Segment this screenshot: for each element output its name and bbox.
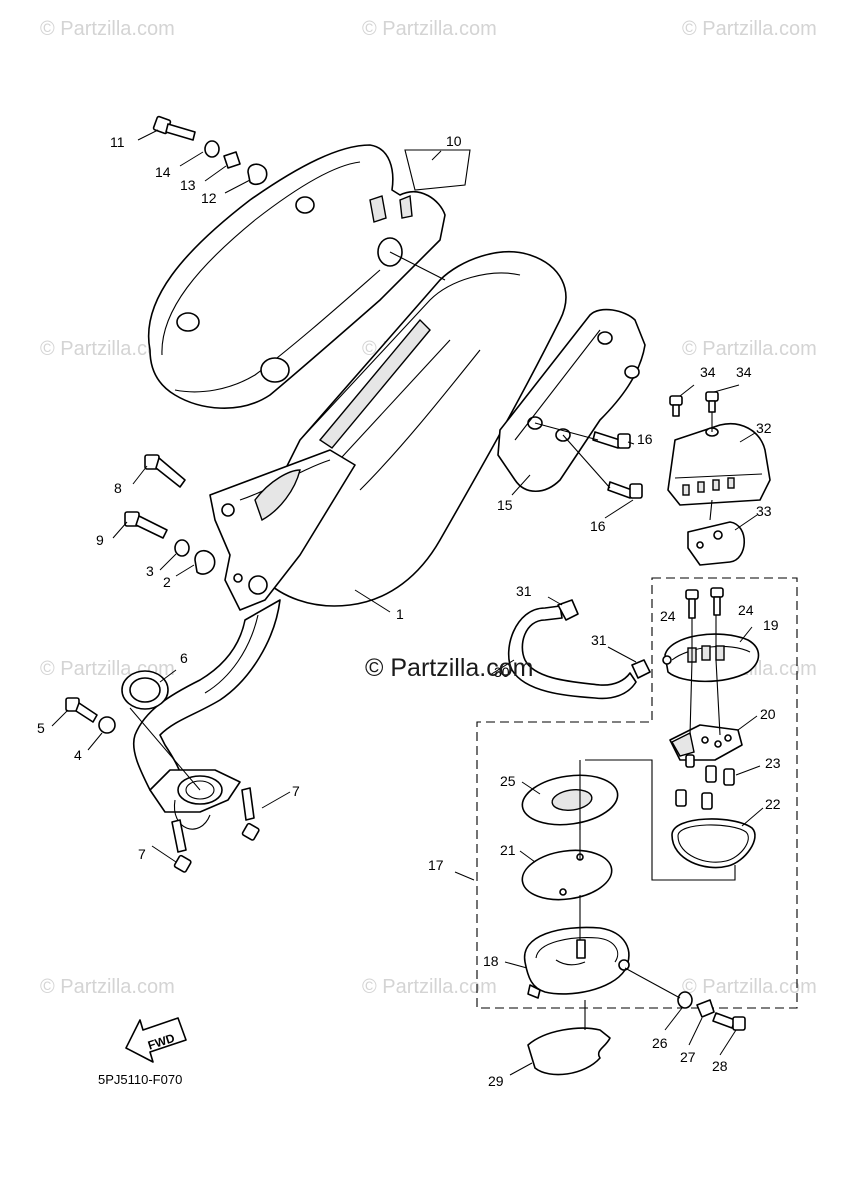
watermark-bottom-right: © Partzilla.com (682, 976, 817, 998)
part-24-screw-a[interactable] (685, 589, 699, 619)
callout-18: 18 (483, 953, 499, 969)
part-16-bolt-b[interactable] (607, 481, 643, 499)
watermark-top-right: © Partzilla.com (682, 18, 817, 40)
callout-17: 17 (428, 857, 444, 873)
callout-8: 8 (114, 480, 122, 496)
part-25-screen[interactable] (519, 770, 621, 831)
callout-24-b: 24 (738, 602, 754, 618)
part-32-guard[interactable] (667, 423, 771, 506)
callout-29: 29 (488, 1073, 504, 1089)
callout-34-a: 34 (700, 364, 716, 380)
part-4-washer[interactable] (98, 716, 116, 734)
part-31-clamp-b[interactable] (631, 659, 651, 679)
part-19-cover[interactable] (662, 633, 760, 683)
part-27-collar[interactable] (696, 999, 715, 1018)
part-7-bolt-b[interactable] (171, 819, 192, 873)
part-5-bolt[interactable] (65, 697, 98, 723)
callout-5: 5 (37, 720, 45, 736)
part-14-washer[interactable] (204, 140, 220, 158)
part-9-bolt[interactable] (124, 511, 168, 539)
callout-22: 22 (765, 796, 781, 812)
watermark-mid-upper-left: © Partzilla.com (40, 338, 175, 360)
callout-15: 15 (497, 497, 513, 513)
callout-16-b: 16 (590, 518, 606, 534)
part-8-bolt[interactable] (144, 454, 186, 488)
callout-27: 27 (680, 1049, 696, 1065)
part-31-clamp-a[interactable] (557, 599, 579, 621)
part-26-washer[interactable] (677, 991, 693, 1009)
callout-13: 13 (180, 177, 196, 193)
watermark-bottom-left: © Partzilla.com (40, 976, 175, 998)
watermark-mid-upper-right: © Partzilla.com (682, 338, 817, 360)
part-3-washer[interactable] (174, 539, 190, 557)
fwd-arrow-icon: FWD (125, 1017, 187, 1063)
callout-26: 26 (652, 1035, 668, 1051)
watermark-bottom-center: © Partzilla.com (362, 976, 497, 998)
part-16-bolt-a[interactable] (592, 431, 631, 449)
part-34-screw-a[interactable] (669, 395, 683, 417)
part-7-bolt-a[interactable] (241, 787, 260, 841)
part-10-muffler-cover[interactable] (147, 144, 471, 409)
part-28-bolt[interactable] (712, 1012, 746, 1031)
callout-4: 4 (74, 747, 82, 763)
callout-19: 19 (763, 617, 779, 633)
callout-30: 30 (494, 664, 510, 680)
callout-16-a: 16 (637, 431, 653, 447)
assembly-lines (389, 251, 736, 1030)
part-13-collar[interactable] (223, 151, 241, 169)
part-20-reed-valve[interactable] (669, 724, 743, 761)
part-15-protector[interactable] (497, 308, 646, 493)
part-24-screw-b[interactable] (710, 587, 724, 616)
part-11-bolt[interactable] (152, 115, 196, 141)
callout-24-a: 24 (660, 608, 676, 624)
part-23-screw-group[interactable] (675, 754, 735, 810)
diagram-code: 5PJ5110-F070 (98, 1072, 183, 1087)
part-2-grommet[interactable] (194, 549, 216, 575)
assembly-17-boundary (476, 577, 798, 1009)
part-exhaust-pipe[interactable] (132, 599, 281, 830)
leader-lines (51, 129, 764, 1076)
callout-28: 28 (712, 1058, 728, 1074)
callout-2: 2 (163, 574, 171, 590)
part-21-plate[interactable] (519, 845, 615, 905)
callout-33: 33 (756, 503, 772, 519)
callout-7-b: 7 (138, 846, 146, 862)
part-6-gasket[interactable] (121, 670, 201, 791)
callout-31-b: 31 (591, 632, 607, 648)
callout-25: 25 (500, 773, 516, 789)
part-12-grommet[interactable] (247, 163, 268, 186)
part-30-hose[interactable] (507, 605, 637, 700)
callout-9: 9 (96, 532, 104, 548)
callout-14: 14 (155, 164, 171, 180)
callout-labels: 11 14 13 12 10 8 9 3 2 1 6 5 4 7 7 15 16… (37, 133, 781, 1089)
part-29-cover-plate[interactable] (527, 1027, 611, 1076)
callout-10: 10 (446, 133, 462, 149)
callout-23: 23 (765, 755, 781, 771)
part-34-screw-b[interactable] (705, 391, 719, 413)
callout-3: 3 (146, 563, 154, 579)
part-1-muffler[interactable] (209, 251, 567, 611)
callout-34-b: 34 (736, 364, 752, 380)
callout-31-a: 31 (516, 583, 532, 599)
part-33-plate[interactable] (687, 521, 745, 566)
watermark-top-left: © Partzilla.com (40, 18, 175, 40)
callout-1: 1 (396, 606, 404, 622)
callout-20: 20 (760, 706, 776, 722)
part-18-case[interactable] (523, 926, 630, 999)
callout-7-a: 7 (292, 783, 300, 799)
callout-11: 11 (110, 134, 125, 150)
watermark-center: © Partzilla.com (365, 654, 534, 682)
callout-12: 12 (201, 190, 217, 206)
callout-21: 21 (500, 842, 516, 858)
watermark-top-center: © Partzilla.com (362, 18, 497, 40)
callout-32: 32 (756, 420, 772, 436)
part-22-oring[interactable] (671, 818, 756, 869)
callout-6: 6 (180, 650, 188, 666)
